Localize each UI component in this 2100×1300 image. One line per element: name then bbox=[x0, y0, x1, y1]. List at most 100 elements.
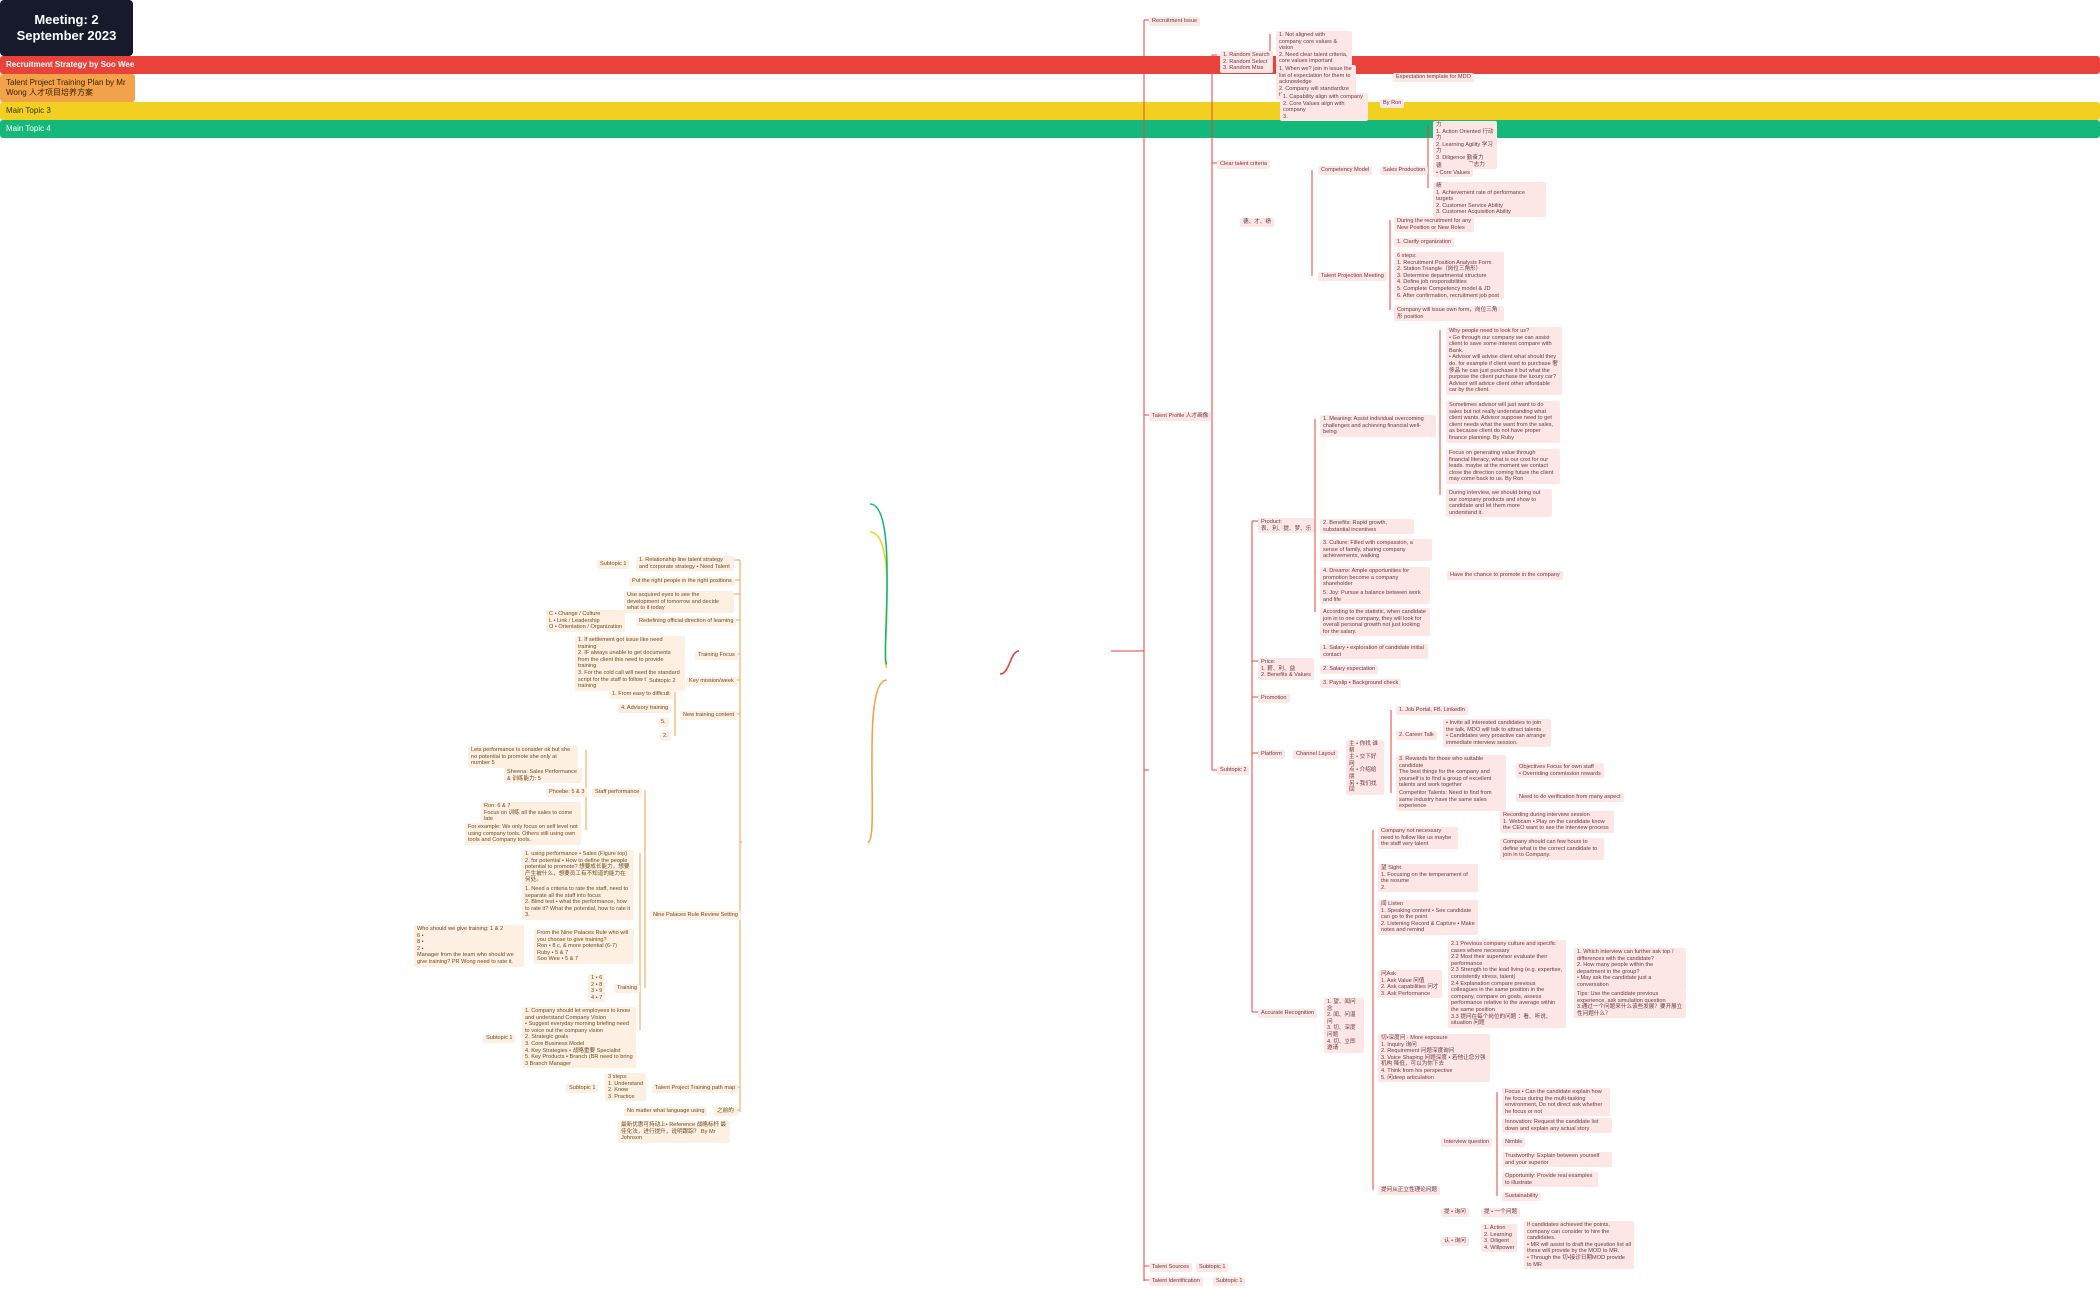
node-channel-chinese[interactable]: 主 • 你找 谁帮 主 • 交下好网 点 • 介绍给 朋 另 • 我们找回 bbox=[1346, 740, 1384, 795]
node-redefining[interactable]: Redefining official direction of learnin… bbox=[636, 617, 737, 626]
node-culture[interactable]: 3. Culture: Filled with compassion, a se… bbox=[1320, 539, 1432, 561]
node-rewards[interactable]: 3. Rewards for those who suitable candid… bbox=[1396, 755, 1506, 790]
node-for-example[interactable]: For example: We only focus on self level… bbox=[465, 823, 581, 845]
node-during-interview[interactable]: During interview, we should bring out ou… bbox=[1446, 489, 1552, 518]
node-advisory[interactable]: 4. Advisory training bbox=[618, 704, 672, 713]
node-sight[interactable]: 望 Sight 1. Focusing on the temperament o… bbox=[1378, 864, 1478, 893]
node-recording[interactable]: Recording during interview session 1. We… bbox=[1500, 811, 1614, 833]
node-career-talk[interactable]: 2. Career Talk bbox=[1396, 731, 1437, 740]
node-salary-exploration[interactable]: 1. Salary • exploration of candidate ini… bbox=[1320, 644, 1428, 660]
node-salary-expectation[interactable]: 2. Salary expectation bbox=[1320, 665, 1379, 674]
node-yi-bai[interactable]: 之前的 bbox=[714, 1107, 737, 1116]
node-subtopic-2-left[interactable]: Subtopic 2 bbox=[646, 677, 679, 686]
node-have-chance[interactable]: Have the chance to promote in the compan… bbox=[1447, 571, 1563, 580]
node-recruitment-issue[interactable]: Recruitment Issue bbox=[1149, 17, 1201, 26]
node-three-steps[interactable]: 3 steps: 1. Understand 2. Know 3. Practi… bbox=[605, 1073, 647, 1102]
node-innovation[interactable]: Innovation: Request the candidate list d… bbox=[1502, 1118, 1612, 1134]
node-talent-identification[interactable]: Talent Identification bbox=[1149, 1277, 1203, 1286]
node-path-map[interactable]: Talent Project Training path map bbox=[652, 1084, 739, 1093]
node-from-easy[interactable]: 1. From easy to difficult bbox=[609, 690, 673, 699]
node-no-matter[interactable]: No matter what language using bbox=[624, 1107, 708, 1116]
node-why-people[interactable]: Why people need to look for us? • Go thr… bbox=[1446, 327, 1562, 395]
node-staff-performance[interactable]: Staff performance bbox=[592, 788, 643, 797]
node-clear-talent-criteria[interactable]: Clear talent criteria bbox=[1217, 160, 1270, 169]
node-dreams[interactable]: 4. Dreams: Ample opportunities for promo… bbox=[1320, 567, 1430, 589]
node-talent-projection-meeting[interactable]: Talent Projection Meeting bbox=[1318, 272, 1387, 281]
node-need-criteria[interactable]: 1. Need a criteria to rate the staff, ne… bbox=[522, 885, 634, 920]
node-promotion[interactable]: Promotion bbox=[1258, 694, 1290, 703]
node-according[interactable]: According to the statistic, when candida… bbox=[1320, 608, 1430, 637]
node-action-list[interactable]: 1. Action 2. Learning 3. Diligent 4. Wil… bbox=[1481, 1224, 1518, 1253]
node-listen[interactable]: 闻 Listen 1. Speaking content • See candi… bbox=[1378, 900, 1478, 935]
node-using-performance[interactable]: 1. using performance • Sales (Figure top… bbox=[522, 850, 634, 885]
node-expectation-template[interactable]: Expectation template for MDO bbox=[1393, 73, 1474, 82]
node-verification[interactable]: Need to do verification from many aspect bbox=[1516, 793, 1624, 802]
node-subtopic-2[interactable]: Subtopic 2 bbox=[1217, 766, 1250, 775]
node-company-not[interactable]: Company not necessary need to follow lik… bbox=[1378, 827, 1458, 849]
node-sometimes[interactable]: Sometimes advisor will just want to do s… bbox=[1446, 401, 1560, 443]
node-nimble[interactable]: Nimble bbox=[1502, 1138, 1526, 1147]
node-talent-profile[interactable]: Talent Profile 人才画像 bbox=[1149, 412, 1212, 421]
node-ron[interactable]: Ron: 6 & 7 Focus on 训练 all the sales to … bbox=[481, 802, 581, 824]
node-if-candidates[interactable]: If candidates achieved the points, compa… bbox=[1524, 1221, 1634, 1270]
main-topic-3[interactable]: Main Topic 3 bbox=[0, 102, 2100, 120]
node-lets-performance[interactable]: Lets performance is consider ok but she … bbox=[468, 746, 578, 768]
node-core-values[interactable]: 德 • Core Values bbox=[1433, 162, 1473, 178]
node-sheena[interactable]: Sheena: Sales Performance & 训练能力: 5 bbox=[504, 768, 582, 784]
node-company-should[interactable]: Company should can few hours to define w… bbox=[1500, 838, 1604, 860]
node-capability[interactable]: 1. Capability align with company 2. Core… bbox=[1280, 93, 1368, 122]
main-topic-talent-training-plan[interactable]: Talent Project Training Plan by Mr Wong … bbox=[0, 74, 135, 102]
node-deep-question[interactable]: 切•深度问 · More exposure 1. Inquiry 询问 2. R… bbox=[1378, 1034, 1490, 1083]
node-by-ron[interactable]: By Ron bbox=[1380, 99, 1405, 108]
node-new-training[interactable]: New training content bbox=[680, 711, 737, 720]
node-accurate-recognition[interactable]: Accurate Recognition bbox=[1258, 1009, 1318, 1018]
node-during-recruitment[interactable]: During the recruitment for any New Posit… bbox=[1394, 217, 1474, 233]
node-company-should-left[interactable]: 1. Company should let employees to know … bbox=[522, 1007, 636, 1069]
main-topic-4[interactable]: Main Topic 4 bbox=[0, 120, 2100, 138]
node-random-search[interactable]: 1. Random Search 2. Random Select 3. Ran… bbox=[1220, 51, 1273, 73]
node-zhen-question[interactable]: 提 • 询问 bbox=[1441, 1208, 1469, 1217]
node-job-portal[interactable]: 1. Job Portal, FB, LinkedIn bbox=[1396, 706, 1468, 715]
node-focus-on[interactable]: Focus on generating value through financ… bbox=[1446, 449, 1560, 484]
node-who-should[interactable]: Who should we give training: 1 & 2 6 • 8… bbox=[414, 925, 524, 967]
node-objectives[interactable]: Objectives Focus for own staff • Overrid… bbox=[1516, 763, 1604, 779]
central-topic[interactable]: Meeting: 2 September 2023 bbox=[0, 0, 133, 56]
node-talent-sources-subtopic[interactable]: Subtopic 1 bbox=[1196, 1263, 1229, 1272]
main-topic-recruitment-strategy[interactable]: Recruitment Strategy by Soo Wee bbox=[0, 56, 2100, 74]
node-competency-model[interactable]: Competency Model bbox=[1318, 166, 1373, 175]
node-jie-question[interactable]: 认 • 询问 bbox=[1441, 1237, 1469, 1246]
node-two[interactable]: 2. bbox=[660, 732, 671, 741]
node-opportunity[interactable]: Opportunity: Provide real examples to il… bbox=[1502, 1172, 1598, 1188]
node-trustworthy[interactable]: Trustworthy: Explain between yourself an… bbox=[1502, 1152, 1612, 1168]
node-company-issue-form[interactable]: Company will issue own form，岗位三角形 positi… bbox=[1394, 306, 1504, 322]
node-achievement[interactable]: 绩 1. Achievement rate of performance tar… bbox=[1433, 182, 1546, 217]
node-change-culture[interactable]: C • Change / Culture L • Link / Leadersh… bbox=[546, 610, 626, 632]
node-from-nine[interactable]: From the Nine Palaces Rule who will you … bbox=[534, 929, 634, 964]
node-final-note[interactable]: 最新优惠可持动上• Reference 战略标杆 最佳化法，进行提升，说明跟踪？… bbox=[618, 1121, 730, 1143]
node-sustainability[interactable]: Sustainability bbox=[1502, 1192, 1541, 1201]
node-phoebe[interactable]: Phoebe: 5 & 3 bbox=[546, 788, 588, 797]
node-meaning[interactable]: 1. Meaning: Assist individual overcoming… bbox=[1320, 415, 1436, 437]
node-training-ranks[interactable]: 1 • 6 2 • 8 3 • 9 4 • 7 bbox=[588, 974, 606, 1003]
node-training-focus[interactable]: Training Focus bbox=[695, 651, 738, 660]
node-talent-identification-subtopic[interactable]: Subtopic 1 bbox=[1213, 1277, 1246, 1286]
node-previous-company[interactable]: 2.1 Previous company culture and specifi… bbox=[1448, 940, 1566, 1028]
node-nine-palaces[interactable]: Nine Palaces Rule Review Setting bbox=[650, 911, 741, 920]
node-clarify-org[interactable]: 1. Clarify organization bbox=[1394, 238, 1455, 247]
node-price[interactable]: Price: 1. 薪、利、益 2. Benefits & Values bbox=[1258, 658, 1314, 680]
node-talent-sources[interactable]: Talent Sources bbox=[1149, 1263, 1193, 1272]
node-six-steps[interactable]: 6 steps: 1. Recruitment Position Analysi… bbox=[1394, 252, 1504, 301]
node-sales-production[interactable]: Sales Production bbox=[1380, 166, 1429, 175]
node-platform[interactable]: Platform bbox=[1258, 750, 1285, 759]
node-payslip[interactable]: 3. Payslip • Background check bbox=[1320, 679, 1402, 688]
node-interview-further[interactable]: 1. Which interview can further ask top /… bbox=[1574, 948, 1686, 990]
node-benefits[interactable]: 2. Benefits: Rapid growth, substantial i… bbox=[1320, 519, 1414, 535]
node-ask[interactable]: 问Ask 1. Ask Value 问值 2. Ask capabilities… bbox=[1378, 970, 1442, 999]
node-interview-question[interactable]: Interview question bbox=[1441, 1138, 1493, 1147]
node-training[interactable]: Training bbox=[614, 984, 641, 993]
node-dejiji[interactable]: 德、才、绩 bbox=[1240, 218, 1274, 227]
node-competitor[interactable]: Competitor Talents: Need to find from sa… bbox=[1396, 789, 1506, 811]
node-channel-layout[interactable]: Channel Layout bbox=[1293, 750, 1339, 759]
node-not-aligned[interactable]: 1. Not aligned with company core values … bbox=[1276, 31, 1352, 66]
node-subtopic-1-top[interactable]: Subtopic 1 bbox=[597, 560, 630, 569]
